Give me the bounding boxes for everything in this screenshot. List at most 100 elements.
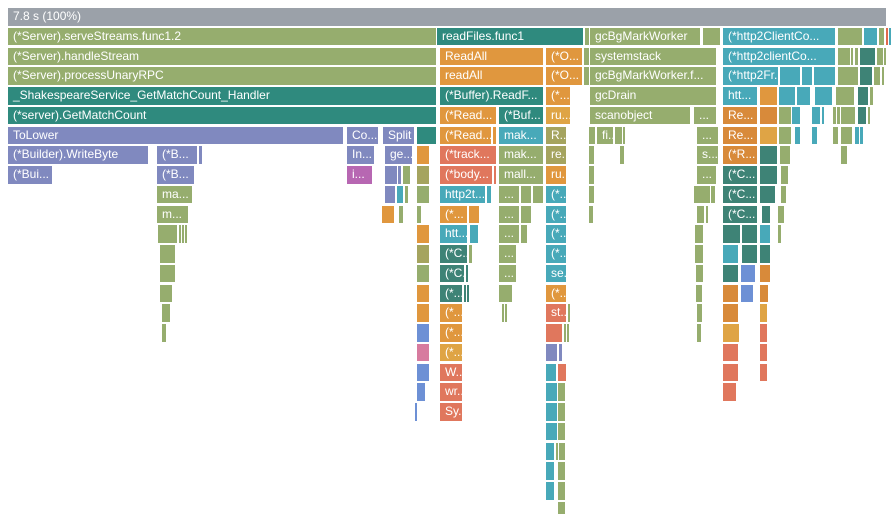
flame-frame[interactable] xyxy=(558,462,565,480)
flame-frame[interactable] xyxy=(760,284,768,302)
flame-frame[interactable]: ma... xyxy=(157,185,192,204)
flame-frame[interactable] xyxy=(760,363,767,381)
flame-frame[interactable] xyxy=(589,126,595,144)
flame-frame[interactable]: W... xyxy=(440,363,462,381)
flame-frame[interactable] xyxy=(889,27,891,46)
flame-frame[interactable]: (*track... xyxy=(440,146,496,164)
flame-frame[interactable] xyxy=(493,126,496,144)
flame-frame[interactable] xyxy=(546,363,556,381)
flame-frame[interactable] xyxy=(838,67,858,85)
flame-frame[interactable] xyxy=(711,185,715,204)
flame-frame[interactable] xyxy=(556,442,558,460)
flame-frame[interactable]: s... xyxy=(697,146,718,164)
flame-frame[interactable] xyxy=(546,383,557,401)
flame-frame[interactable]: (*Server).serveStreams.func1.2 xyxy=(8,27,436,46)
flame-frame[interactable] xyxy=(546,422,557,441)
flame-frame[interactable] xyxy=(417,324,429,342)
flame-frame[interactable] xyxy=(464,284,466,302)
flame-frame[interactable]: gcBgMarkWorker xyxy=(590,27,700,46)
flame-frame[interactable] xyxy=(858,87,868,105)
flame-frame[interactable] xyxy=(781,185,786,204)
flame-frame[interactable] xyxy=(505,304,507,322)
flame-frame[interactable]: (*C... xyxy=(723,166,757,184)
flame-frame[interactable] xyxy=(398,166,401,184)
flame-frame[interactable] xyxy=(521,225,527,243)
flame-frame[interactable]: re... xyxy=(546,146,566,164)
flame-frame[interactable] xyxy=(760,87,777,105)
flame-frame[interactable] xyxy=(884,47,886,65)
flame-frame[interactable]: wr... xyxy=(440,383,462,401)
flame-frame[interactable] xyxy=(795,126,800,144)
flame-frame[interactable] xyxy=(760,324,767,342)
flame-frame[interactable] xyxy=(860,47,875,65)
flame-frame[interactable] xyxy=(589,166,594,184)
flame-frame[interactable]: (*R... xyxy=(723,146,757,164)
flame-frame[interactable] xyxy=(417,284,429,302)
flame-frame[interactable]: (*http2Fr... xyxy=(723,67,778,85)
flame-frame[interactable] xyxy=(851,47,853,65)
flame-frame[interactable] xyxy=(742,245,757,263)
flame-frame[interactable] xyxy=(779,126,791,144)
flame-frame[interactable] xyxy=(778,205,784,223)
flame-frame[interactable] xyxy=(814,67,835,85)
flame-frame[interactable]: systemstack xyxy=(590,47,716,65)
flame-frame[interactable] xyxy=(822,106,824,125)
flame-frame[interactable]: ToLower xyxy=(8,126,343,144)
flame-frame[interactable] xyxy=(760,245,770,263)
flame-frame[interactable] xyxy=(815,87,832,105)
flame-frame[interactable] xyxy=(160,284,172,302)
flame-frame[interactable] xyxy=(466,264,468,283)
flame-frame[interactable]: (*... xyxy=(440,205,467,223)
flame-frame[interactable]: Sy... xyxy=(440,403,462,421)
flame-frame[interactable]: se... xyxy=(546,264,566,283)
flame-frame[interactable] xyxy=(546,482,554,500)
flame-frame[interactable] xyxy=(417,166,429,184)
flame-frame[interactable] xyxy=(778,225,781,243)
flame-frame[interactable] xyxy=(841,126,852,144)
flame-frame[interactable]: readFiles.func1 xyxy=(437,27,583,46)
flame-frame[interactable]: (*O... xyxy=(546,47,582,65)
flame-frame[interactable]: (*... xyxy=(440,324,462,342)
flame-frame[interactable]: (*... xyxy=(546,225,566,243)
flame-frame[interactable] xyxy=(855,47,858,65)
flame-frame[interactable] xyxy=(870,87,873,105)
flame-frame[interactable]: ru... xyxy=(546,166,566,184)
flame-frame[interactable]: Co... xyxy=(347,126,378,144)
flame-frame[interactable] xyxy=(723,284,738,302)
flame-frame[interactable] xyxy=(558,403,565,421)
flame-frame[interactable] xyxy=(812,126,817,144)
flame-frame[interactable] xyxy=(802,67,812,85)
flame-frame[interactable] xyxy=(841,106,855,125)
flame-frame[interactable] xyxy=(779,87,795,105)
flame-frame[interactable] xyxy=(697,205,704,223)
flame-frame[interactable]: htt... xyxy=(440,225,467,243)
flame-frame[interactable] xyxy=(385,166,397,184)
flame-frame[interactable]: ... xyxy=(499,205,519,223)
flame-frame[interactable] xyxy=(836,87,854,105)
flame-frame[interactable] xyxy=(417,383,425,401)
flame-frame-root[interactable]: 7.8 s (100%) xyxy=(8,8,886,26)
flame-frame[interactable] xyxy=(703,27,720,46)
flame-frame[interactable] xyxy=(779,106,791,125)
flame-frame[interactable]: m... xyxy=(157,205,188,223)
flame-frame[interactable] xyxy=(546,324,562,342)
flame-frame[interactable] xyxy=(502,304,504,322)
flame-frame[interactable]: (*... xyxy=(546,245,566,263)
flame-frame[interactable] xyxy=(760,146,777,164)
flame-frame[interactable] xyxy=(417,225,429,243)
flame-frame[interactable] xyxy=(792,106,800,125)
flame-frame[interactable]: In... xyxy=(347,146,374,164)
flame-frame[interactable] xyxy=(615,126,622,144)
flame-frame[interactable] xyxy=(780,146,790,164)
flame-frame[interactable] xyxy=(723,225,740,243)
flame-frame[interactable] xyxy=(589,146,594,164)
flame-frame[interactable]: http2t... xyxy=(440,185,485,204)
flame-frame[interactable] xyxy=(882,67,884,85)
flame-frame[interactable] xyxy=(399,205,403,223)
flame-frame[interactable] xyxy=(397,185,403,204)
flame-frame[interactable] xyxy=(179,225,181,243)
flame-frame[interactable]: (*Server).handleStream xyxy=(8,47,436,65)
flame-frame[interactable] xyxy=(723,304,738,322)
flame-frame[interactable] xyxy=(874,67,880,85)
flame-frame[interactable] xyxy=(564,324,566,342)
